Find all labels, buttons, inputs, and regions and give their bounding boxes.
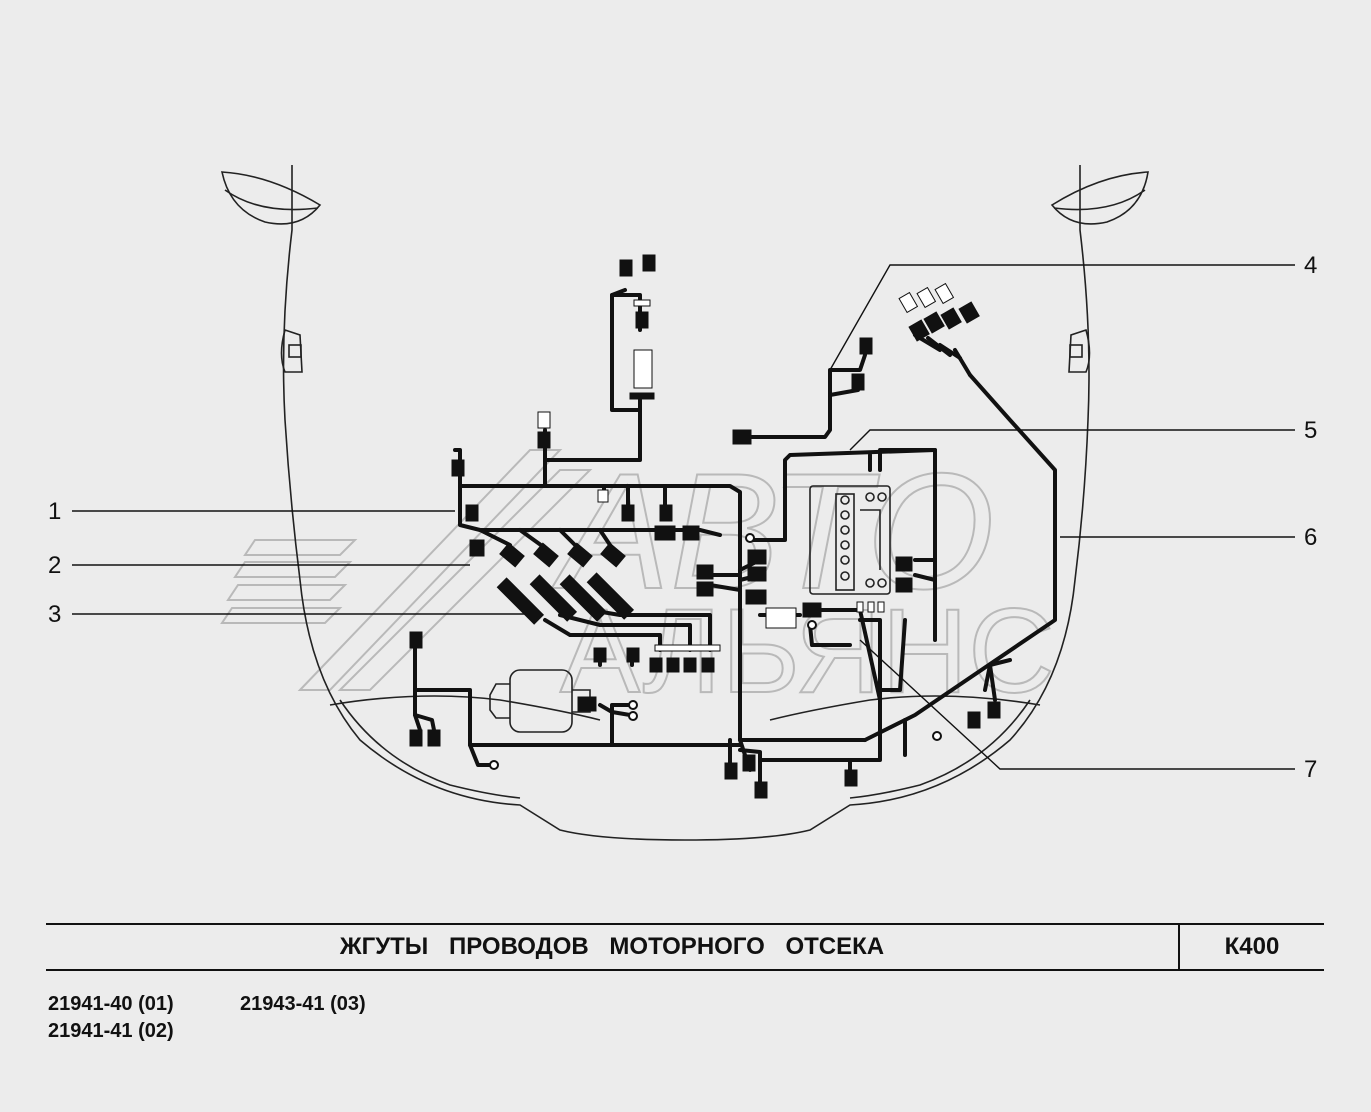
model-code-1: 21941-40 (01): [48, 993, 174, 1015]
ring-terminals: [489, 533, 942, 770]
battery: [809, 485, 891, 595]
callout-4: 4: [1304, 252, 1318, 279]
callout-1: 1: [48, 498, 62, 525]
model-code-3: 21943-41 (03): [240, 993, 366, 1015]
left-headlamp: [221, 171, 322, 225]
connectors: [409, 254, 1001, 799]
page-title: ЖГУТЫ ПРОВОДОВ МОТОРНОГО ОТСЕКА: [339, 933, 885, 960]
title-band: ЖГУТЫ ПРОВОДОВ МОТОРНОГО ОТСЕКА К400: [46, 923, 1324, 971]
callout-7: 7: [1304, 756, 1318, 783]
callout-3: 3: [48, 601, 62, 628]
callout-leaders: [72, 264, 1295, 770]
callout-6: 6: [1304, 524, 1318, 551]
wiring-diagram: АВТО АЛЬЯНС: [72, 165, 1295, 841]
model-code-2: 21941-41 (02): [48, 1020, 174, 1042]
left-mirror: [280, 328, 303, 373]
title-divider: [1178, 925, 1180, 969]
car-body-outline: [221, 165, 1149, 841]
callout-2: 2: [48, 552, 62, 579]
callout-5: 5: [1304, 417, 1318, 444]
catalog-code: К400: [1224, 933, 1280, 960]
right-headlamp: [1050, 171, 1149, 225]
right-mirror: [1068, 328, 1091, 373]
